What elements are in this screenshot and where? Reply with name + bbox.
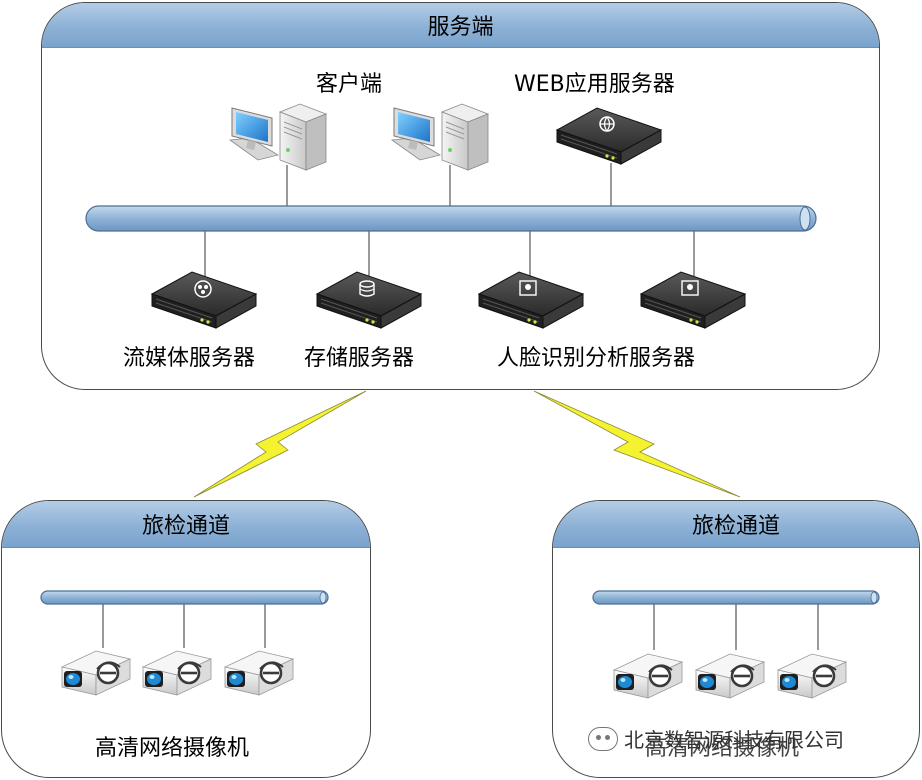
face-analysis-icon-2 <box>681 280 699 296</box>
channel-right-connectors <box>653 604 819 650</box>
channel-left-title: 旅检通道 <box>141 514 230 539</box>
channel-panel-left: 旅检通道 <box>1 500 371 778</box>
channel-left-header: 旅检通道 <box>2 501 370 548</box>
face-server-label: 人脸识别分析服务器 <box>497 346 696 371</box>
camera-label-left: 高清网络摄像机 <box>95 736 250 761</box>
storage-server-label: 存储服务器 <box>304 346 415 371</box>
web-server-globe-icon <box>599 116 615 132</box>
client-pc-icon-2 <box>391 103 489 171</box>
server-panel: 服务端 <box>41 2 880 390</box>
client-pc-icon-1 <box>229 103 327 171</box>
channel-right-title: 旅检通道 <box>691 514 780 539</box>
client-label: 客户端 <box>316 72 383 97</box>
channel-right-header: 旅检通道 <box>553 501 919 548</box>
camera-icon-right-1 <box>612 652 684 700</box>
camera-icon-left-1 <box>60 649 132 697</box>
wireless-link-left <box>193 390 367 498</box>
web-server-label: WEB应用服务器 <box>514 72 675 97</box>
watermark: 北京数智源科技有限公司 <box>588 724 844 753</box>
camera-icon-left-3 <box>223 649 295 697</box>
camera-label-right: 高清网络摄像机 <box>645 736 800 761</box>
server-network-pipe <box>85 205 817 232</box>
server-panel-header: 服务端 <box>42 3 879 48</box>
channel-right-pipe <box>592 590 880 605</box>
camera-icon-right-2 <box>694 652 766 700</box>
camera-icon-right-3 <box>776 652 848 700</box>
database-icon <box>359 280 375 297</box>
wechat-icon <box>588 726 618 751</box>
film-reel-icon <box>194 280 212 298</box>
channel-left-pipe <box>40 590 329 605</box>
web-server-icon <box>556 107 662 165</box>
watermark-text: 北京数智源科技有限公司 <box>624 728 844 752</box>
server-connectors <box>204 163 695 276</box>
camera-icon-left-2 <box>141 649 213 697</box>
channel-left-connectors <box>102 604 266 648</box>
storage-server-icon <box>316 271 422 329</box>
face-analysis-icon-1 <box>519 280 537 296</box>
wireless-link-right <box>533 390 741 498</box>
server-panel-title: 服务端 <box>427 15 494 40</box>
streaming-server-label: 流媒体服务器 <box>123 346 256 371</box>
